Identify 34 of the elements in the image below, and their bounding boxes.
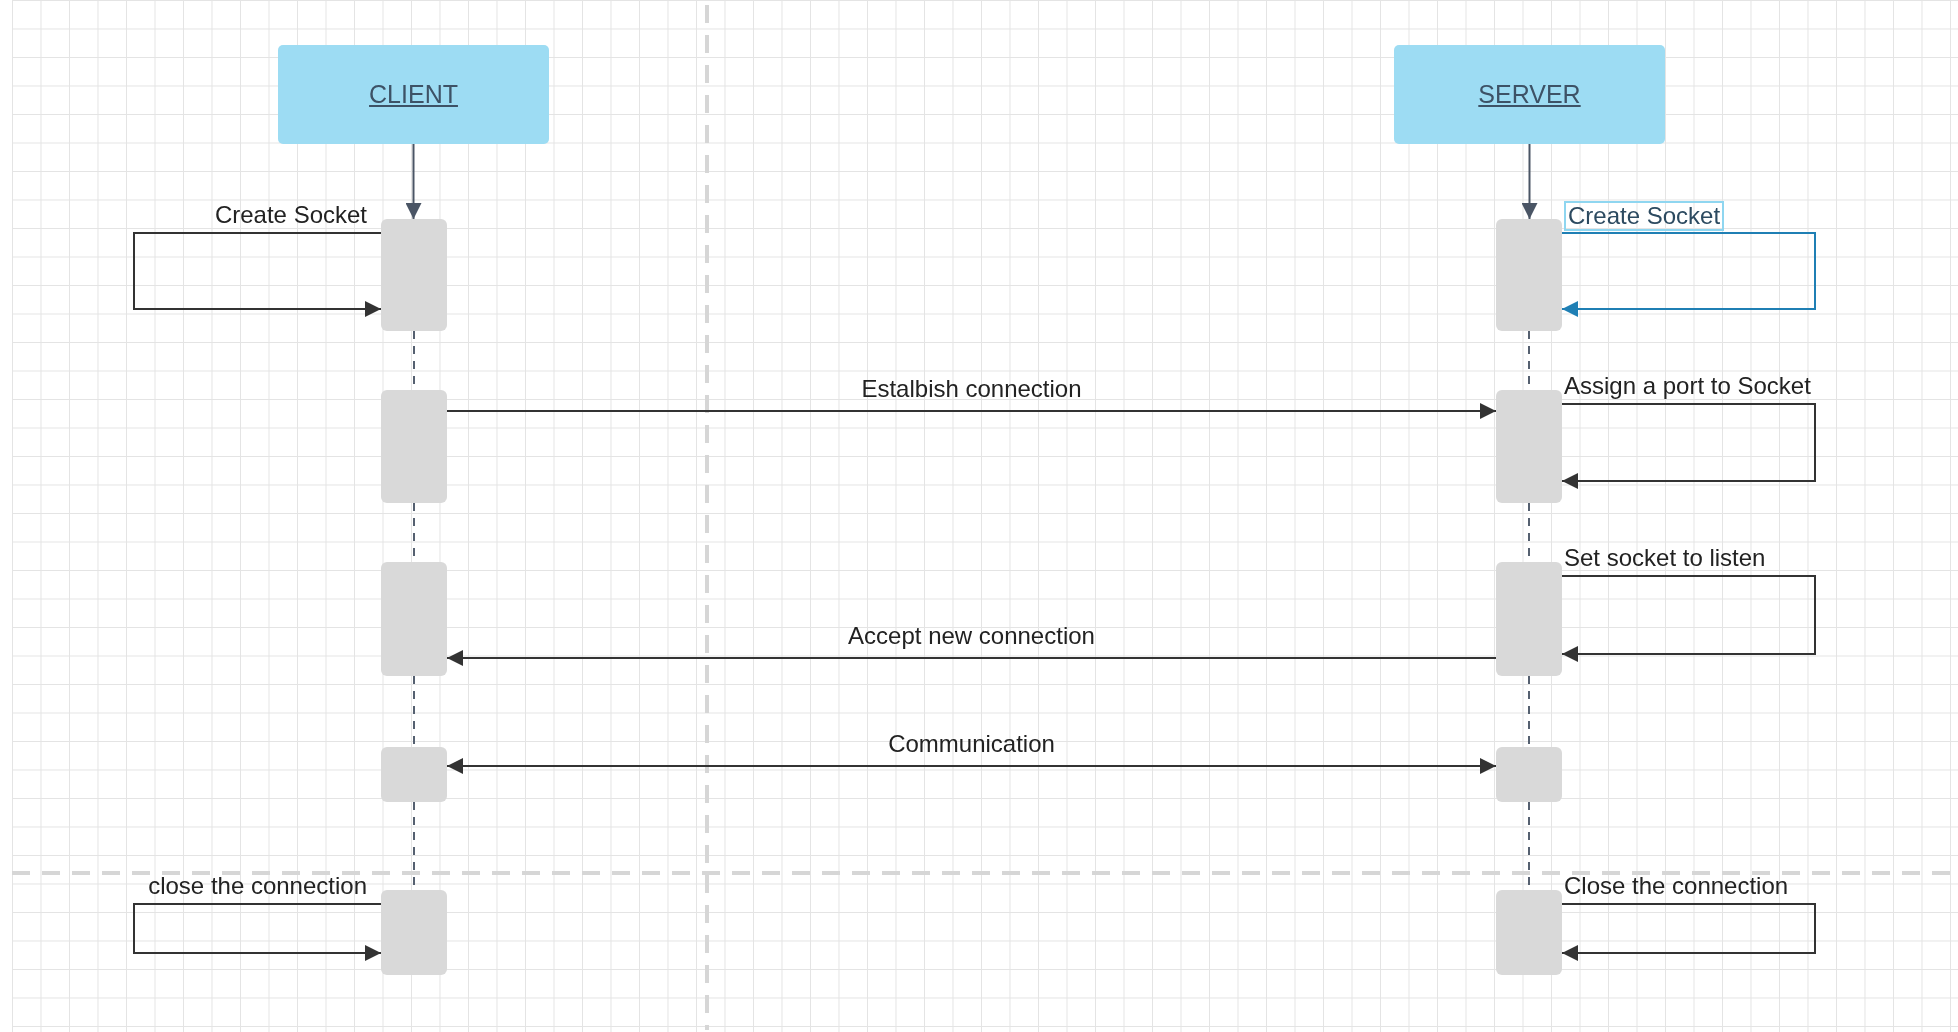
lifeline-head-box: [278, 45, 549, 144]
activation-bar: [1496, 390, 1562, 503]
activation-bar: [381, 562, 447, 676]
message-label: Create Socket: [1564, 201, 1725, 231]
activation-bar: [1496, 219, 1562, 331]
message-label: Set socket to listen: [1564, 544, 1766, 572]
message-arrow: [446, 403, 1497, 419]
activation-bar: [381, 390, 447, 503]
message-arrow: [405, 143, 422, 220]
self-message-arrow: [1561, 903, 1816, 961]
message-arrow: [1521, 143, 1538, 220]
self-message-arrow: [133, 903, 382, 961]
self-message-arrow: [1561, 232, 1816, 317]
self-message-arrow: [1561, 575, 1816, 662]
message-label: Communication: [888, 730, 1055, 758]
message-label: Create Socket: [214, 201, 367, 229]
message-arrow: [446, 758, 1497, 774]
lifeline-name: SERVER: [1478, 80, 1581, 109]
message-label: close the connection: [148, 872, 367, 900]
self-message-arrow: [1561, 403, 1816, 489]
lifeline-name: CLIENT: [369, 80, 458, 109]
self-message-arrow: [133, 232, 382, 317]
message-label: Assign a port to Socket: [1564, 372, 1811, 400]
activation-bar: [381, 747, 447, 802]
activation-bar: [381, 219, 447, 331]
activation-bar: [381, 890, 447, 975]
activation-bar: [1496, 747, 1562, 802]
message-label: Estalbish connection: [861, 375, 1082, 403]
activation-bar: [1496, 890, 1562, 975]
activation-bar: [1496, 562, 1562, 676]
message-label: Accept new connection: [848, 622, 1095, 650]
lifeline-head-box: [1394, 45, 1665, 144]
message-label: Close the connection: [1564, 872, 1789, 900]
message-arrow: [446, 650, 1497, 666]
